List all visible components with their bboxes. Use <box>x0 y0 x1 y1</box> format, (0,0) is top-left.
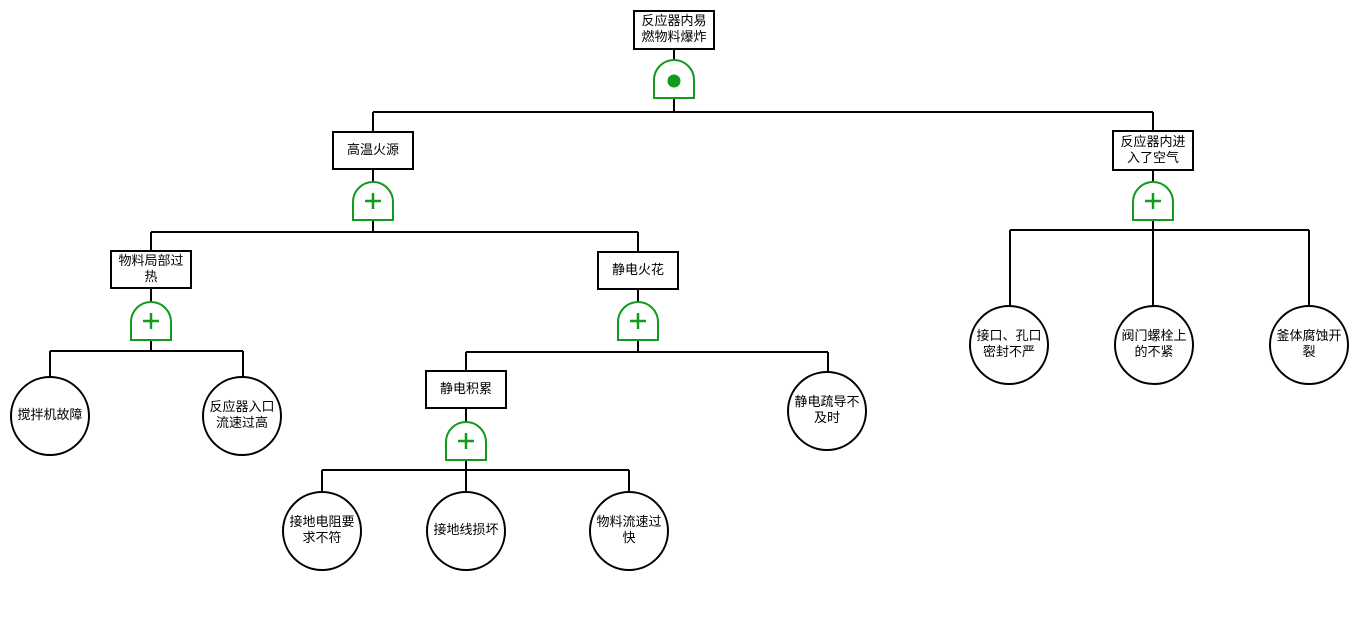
top-event-box[interactable]: 反应器内易 燃物料爆炸 <box>633 10 715 50</box>
heat-source-box[interactable]: 高温火源 <box>332 131 414 170</box>
static-accumulation-box[interactable]: 静电积累 <box>425 370 507 409</box>
local-overheat-box[interactable]: 物料局部过 热 <box>110 250 192 289</box>
or-gate-icon[interactable] <box>1132 181 1174 221</box>
inlet-flow-high-circle[interactable]: 反应器入口 流速过高 <box>202 376 282 456</box>
and-gate-icon[interactable] <box>653 59 695 99</box>
valve-bolt-loose-circle[interactable]: 阀门螺栓上 的不紧 <box>1114 305 1194 385</box>
or-gate-icon[interactable] <box>617 301 659 341</box>
static-dissipation-circle[interactable]: 静电疏导不 及时 <box>787 371 867 451</box>
static-spark-box[interactable]: 静电火花 <box>597 251 679 290</box>
or-gate-icon[interactable] <box>352 181 394 221</box>
material-flow-fast-circle[interactable]: 物料流速过 快 <box>589 491 669 571</box>
air-ingress-box[interactable]: 反应器内进 入了空气 <box>1112 130 1194 171</box>
vessel-corrosion-crack-circle[interactable]: 釜体腐蚀开 裂 <box>1269 305 1349 385</box>
ground-wire-damaged-circle[interactable]: 接地线损坏 <box>426 491 506 571</box>
port-seal-leak-circle[interactable]: 接口、孔口 密封不严 <box>969 305 1049 385</box>
ground-resistance-circle[interactable]: 接地电阻要 求不符 <box>282 491 362 571</box>
mixer-failure-circle[interactable]: 搅拌机故障 <box>10 376 90 456</box>
or-gate-icon[interactable] <box>130 301 172 341</box>
connector-lines <box>49 50 1310 492</box>
or-gate-icon[interactable] <box>445 421 487 461</box>
